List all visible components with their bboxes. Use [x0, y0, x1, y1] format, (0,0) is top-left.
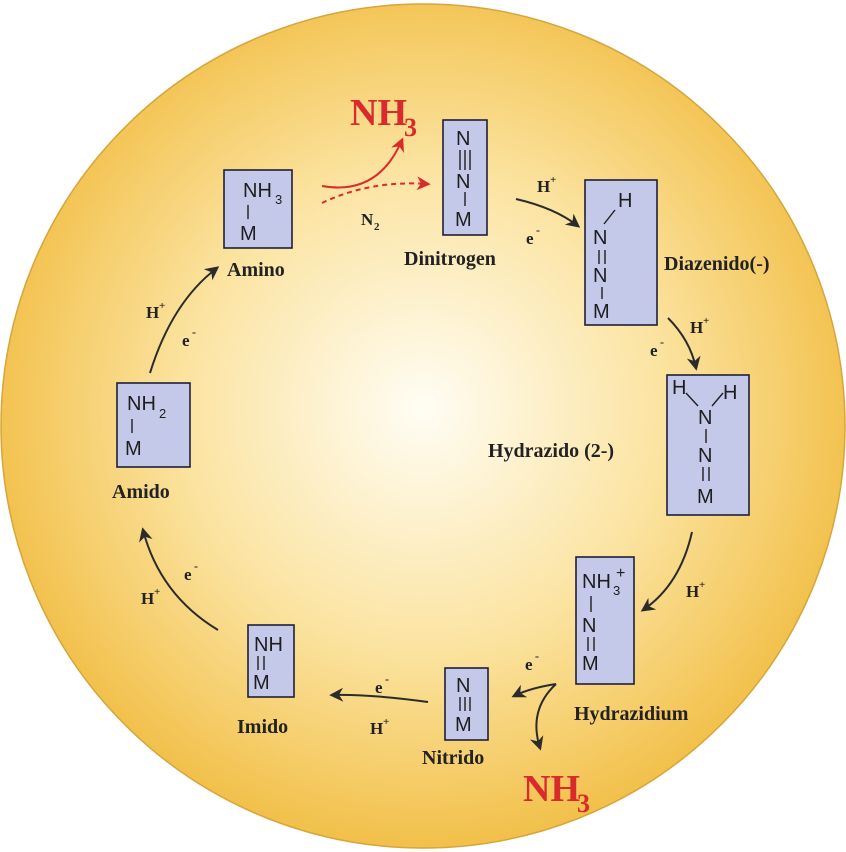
hydrazido-atom-h1: H: [672, 377, 686, 399]
step1-electron-charge: -: [536, 223, 540, 237]
imido-atom-nh: NH: [254, 634, 283, 656]
product-nh3-top: NH: [350, 92, 407, 134]
diazenido-label: Diazenido(-): [664, 253, 770, 275]
hydrazido-atom-n2: N: [698, 445, 712, 467]
imido-label: Imido: [237, 716, 288, 738]
amido-subscript: 2: [159, 406, 166, 421]
amino-subscript: 3: [275, 192, 282, 207]
arrow-dinitrogen-to-diazenido: [515, 198, 581, 228]
species-hydrazido: H H N N M Hydrazido (2-): [488, 374, 750, 516]
dinitrogen-atom-m: M: [455, 209, 472, 231]
step3-proton: H: [686, 582, 699, 601]
species-diazenido: H N N M Diazenido(-): [584, 179, 770, 326]
step6-proton-charge: +: [154, 586, 160, 598]
step2-proton: H: [690, 318, 703, 337]
step5-proton-charge: +: [383, 716, 389, 728]
step2-electron-charge: -: [660, 335, 664, 349]
product-nh3-bottom-subscript: 3: [577, 789, 590, 818]
arrow-nh3-release: [321, 137, 405, 189]
step6-proton: H: [141, 589, 154, 608]
species-amino: NH 3 M Amino: [223, 169, 293, 281]
amino-label: Amino: [227, 259, 285, 281]
diazenido-atom-n2: N: [593, 265, 607, 287]
product-nh3-bottom: NH: [523, 768, 580, 810]
nitrido-atom-n: N: [456, 675, 470, 697]
step1-proton-charge: +: [550, 174, 556, 186]
species-nitrido: N M Nitrido: [422, 667, 489, 769]
species-hydrazidium: NH 3 + N M Hydrazidium: [574, 556, 689, 725]
step5-proton: H: [370, 719, 383, 738]
n2-input-label: N: [361, 210, 374, 229]
step7-electron-charge: -: [192, 325, 196, 339]
amido-atom-nh: NH: [127, 393, 156, 415]
step6-electron: e: [184, 565, 192, 584]
step7-proton: H: [146, 303, 159, 322]
step5-electron: e: [375, 678, 383, 697]
nitrido-label: Nitrido: [422, 747, 484, 769]
n2-input-subscript: 2: [374, 221, 380, 233]
species-amido: NH 2 M Amido: [112, 382, 191, 503]
dinitrogen-atom-n1: N: [456, 128, 470, 150]
step4-electron-charge: -: [535, 649, 539, 663]
dinitrogen-atom-n2: N: [456, 171, 470, 193]
step2-electron: e: [650, 341, 658, 360]
hydrazidium-charge: +: [616, 565, 625, 582]
product-nh3-top-subscript: 3: [404, 113, 417, 142]
dinitrogen-label: Dinitrogen: [404, 248, 496, 270]
step6-electron-charge: -: [194, 559, 198, 573]
species-dinitrogen: N N M Dinitrogen: [404, 119, 496, 270]
step3-proton-charge: +: [699, 579, 705, 591]
step4-electron: e: [525, 655, 533, 674]
hydrazido-atom-m: M: [697, 486, 714, 508]
step2-proton-charge: +: [703, 315, 709, 327]
step7-proton-charge: +: [159, 300, 165, 312]
arrow-diazenido-to-hydrazido: [667, 317, 701, 371]
arrow-imido-to-amido: [139, 527, 219, 631]
diazenido-atom-n1: N: [593, 227, 607, 249]
step5-electron-charge: -: [385, 672, 389, 686]
arrow-hydrazidium-to-nitrido: [511, 683, 557, 698]
hydrazidium-atom-n2: N: [582, 615, 596, 637]
hydrazido-label: Hydrazido (2-): [488, 440, 614, 462]
hydrazidium-atom-m: M: [582, 653, 599, 675]
step1-proton: H: [537, 177, 550, 196]
arrow-n2-input: [321, 176, 431, 204]
diazenido-atom-h: H: [618, 190, 632, 212]
arrow-nitrido-to-imido: [329, 687, 429, 703]
step1-electron: e: [526, 229, 534, 248]
step7-electron: e: [182, 331, 190, 350]
hydrazido-atom-h2: H: [723, 382, 737, 404]
nitrido-atom-m: M: [455, 714, 472, 736]
species-imido: NH M Imido: [237, 624, 295, 738]
hydrazidium-subscript: 3: [613, 583, 620, 598]
hydrazidium-label: Hydrazidium: [574, 703, 689, 725]
amido-atom-m: M: [125, 438, 142, 460]
amino-atom-m: M: [240, 223, 257, 245]
imido-atom-m: M: [253, 672, 270, 694]
arrow-hydrazidium-to-nh3: [529, 683, 557, 751]
amido-label: Amido: [112, 481, 170, 503]
hydrazido-atom-n1: N: [698, 407, 712, 429]
hydrazidium-atom-nh: NH: [582, 571, 611, 593]
amino-atom-n: NH: [243, 180, 272, 202]
diazenido-atom-m: M: [593, 301, 610, 323]
arrow-amido-to-amino: [149, 266, 220, 374]
arrow-hydrazido-to-hydrazidium: [640, 531, 693, 612]
